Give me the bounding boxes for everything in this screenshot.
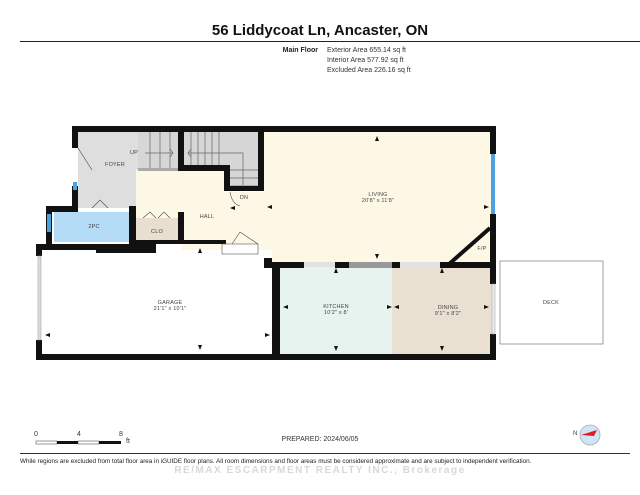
title-divider (20, 41, 640, 42)
windows (37, 154, 496, 341)
living-dims: 20'8" x 11'8" (361, 198, 395, 204)
label-garage: GARAGE 21'1" x 10'1" (140, 300, 200, 312)
stairs-up-icon (138, 132, 178, 171)
room-deck[interactable] (499, 260, 604, 345)
label-kitchen: KITCHEN 10'2" x 8' (306, 304, 366, 316)
scale-unit: ft (126, 438, 130, 445)
kitchen-dims: 10'2" x 8' (323, 310, 349, 316)
scale-label-8: 8 (119, 431, 123, 438)
label-living: LIVING 20'8" x 11'8" (348, 192, 408, 204)
dimension-arrows (45, 136, 489, 351)
brokerage-watermark: RE/MAX ESCARPMENT REALTY INC., Brokerage (174, 465, 466, 476)
room-stairs-up (138, 132, 178, 170)
window-2pc (47, 214, 51, 232)
interior-area: Interior Area 577.92 sq ft (327, 57, 404, 64)
label-clo: CLO (151, 229, 163, 235)
label-dn: DN (239, 195, 249, 201)
room-living[interactable] (264, 132, 492, 262)
label-fp: F/P (477, 246, 487, 252)
window-garage (37, 255, 42, 341)
room-2pc[interactable] (54, 212, 129, 242)
prepared-date: PREPARED: 2024/06/05 (281, 436, 359, 443)
scale-label-4: 4 (77, 431, 81, 438)
room-kitchen[interactable] (280, 266, 392, 354)
garage-dims: 21'1" x 10'1" (153, 306, 187, 312)
excluded-area: Excluded Area 226.16 sq ft (327, 67, 411, 74)
room-stairs-landing (228, 170, 262, 190)
scale-bar (35, 440, 121, 445)
compass-north-label: N (573, 431, 578, 437)
room-garage[interactable] (40, 250, 272, 354)
label-up: UP (129, 150, 139, 156)
floor-name: Main Floor (282, 47, 318, 54)
label-2pc: 2PC (88, 224, 100, 230)
compass-icon (579, 424, 601, 446)
dining-name: DINING (437, 305, 459, 311)
footer-divider (20, 453, 630, 454)
window-living (491, 154, 495, 214)
walls (36, 126, 496, 360)
kitchen-name: KITCHEN (323, 304, 349, 310)
room-foyer[interactable] (78, 132, 138, 208)
label-foyer: FOYER (105, 162, 125, 168)
label-deck: DECK (542, 300, 560, 306)
scale-label-0: 0 (34, 431, 38, 438)
room-dining[interactable] (392, 266, 492, 354)
opening-dining-living (400, 262, 440, 267)
garage-name: GARAGE (157, 300, 183, 306)
label-dining: DINING 9'1" x 8'2" (418, 305, 478, 317)
exterior-area: Exterior Area 655.14 sq ft (327, 47, 406, 54)
stairs-down-icon (187, 132, 262, 187)
room-stairs-down (182, 132, 264, 170)
dining-dims: 9'1" x 8'2" (434, 311, 462, 317)
disclaimer: While regions are excluded from total fl… (20, 458, 532, 465)
door-swings (77, 147, 259, 255)
room-clo[interactable] (136, 218, 178, 243)
counter-kitchen (349, 262, 392, 268)
slider-dining-deck (491, 283, 496, 335)
label-hall: HALL (199, 214, 215, 220)
window-foyer (73, 182, 77, 190)
living-name: LIVING (368, 192, 388, 198)
opening-kitchen-living (304, 262, 335, 267)
page-title: 56 Liddycoat Ln, Ancaster, ON (211, 22, 429, 39)
